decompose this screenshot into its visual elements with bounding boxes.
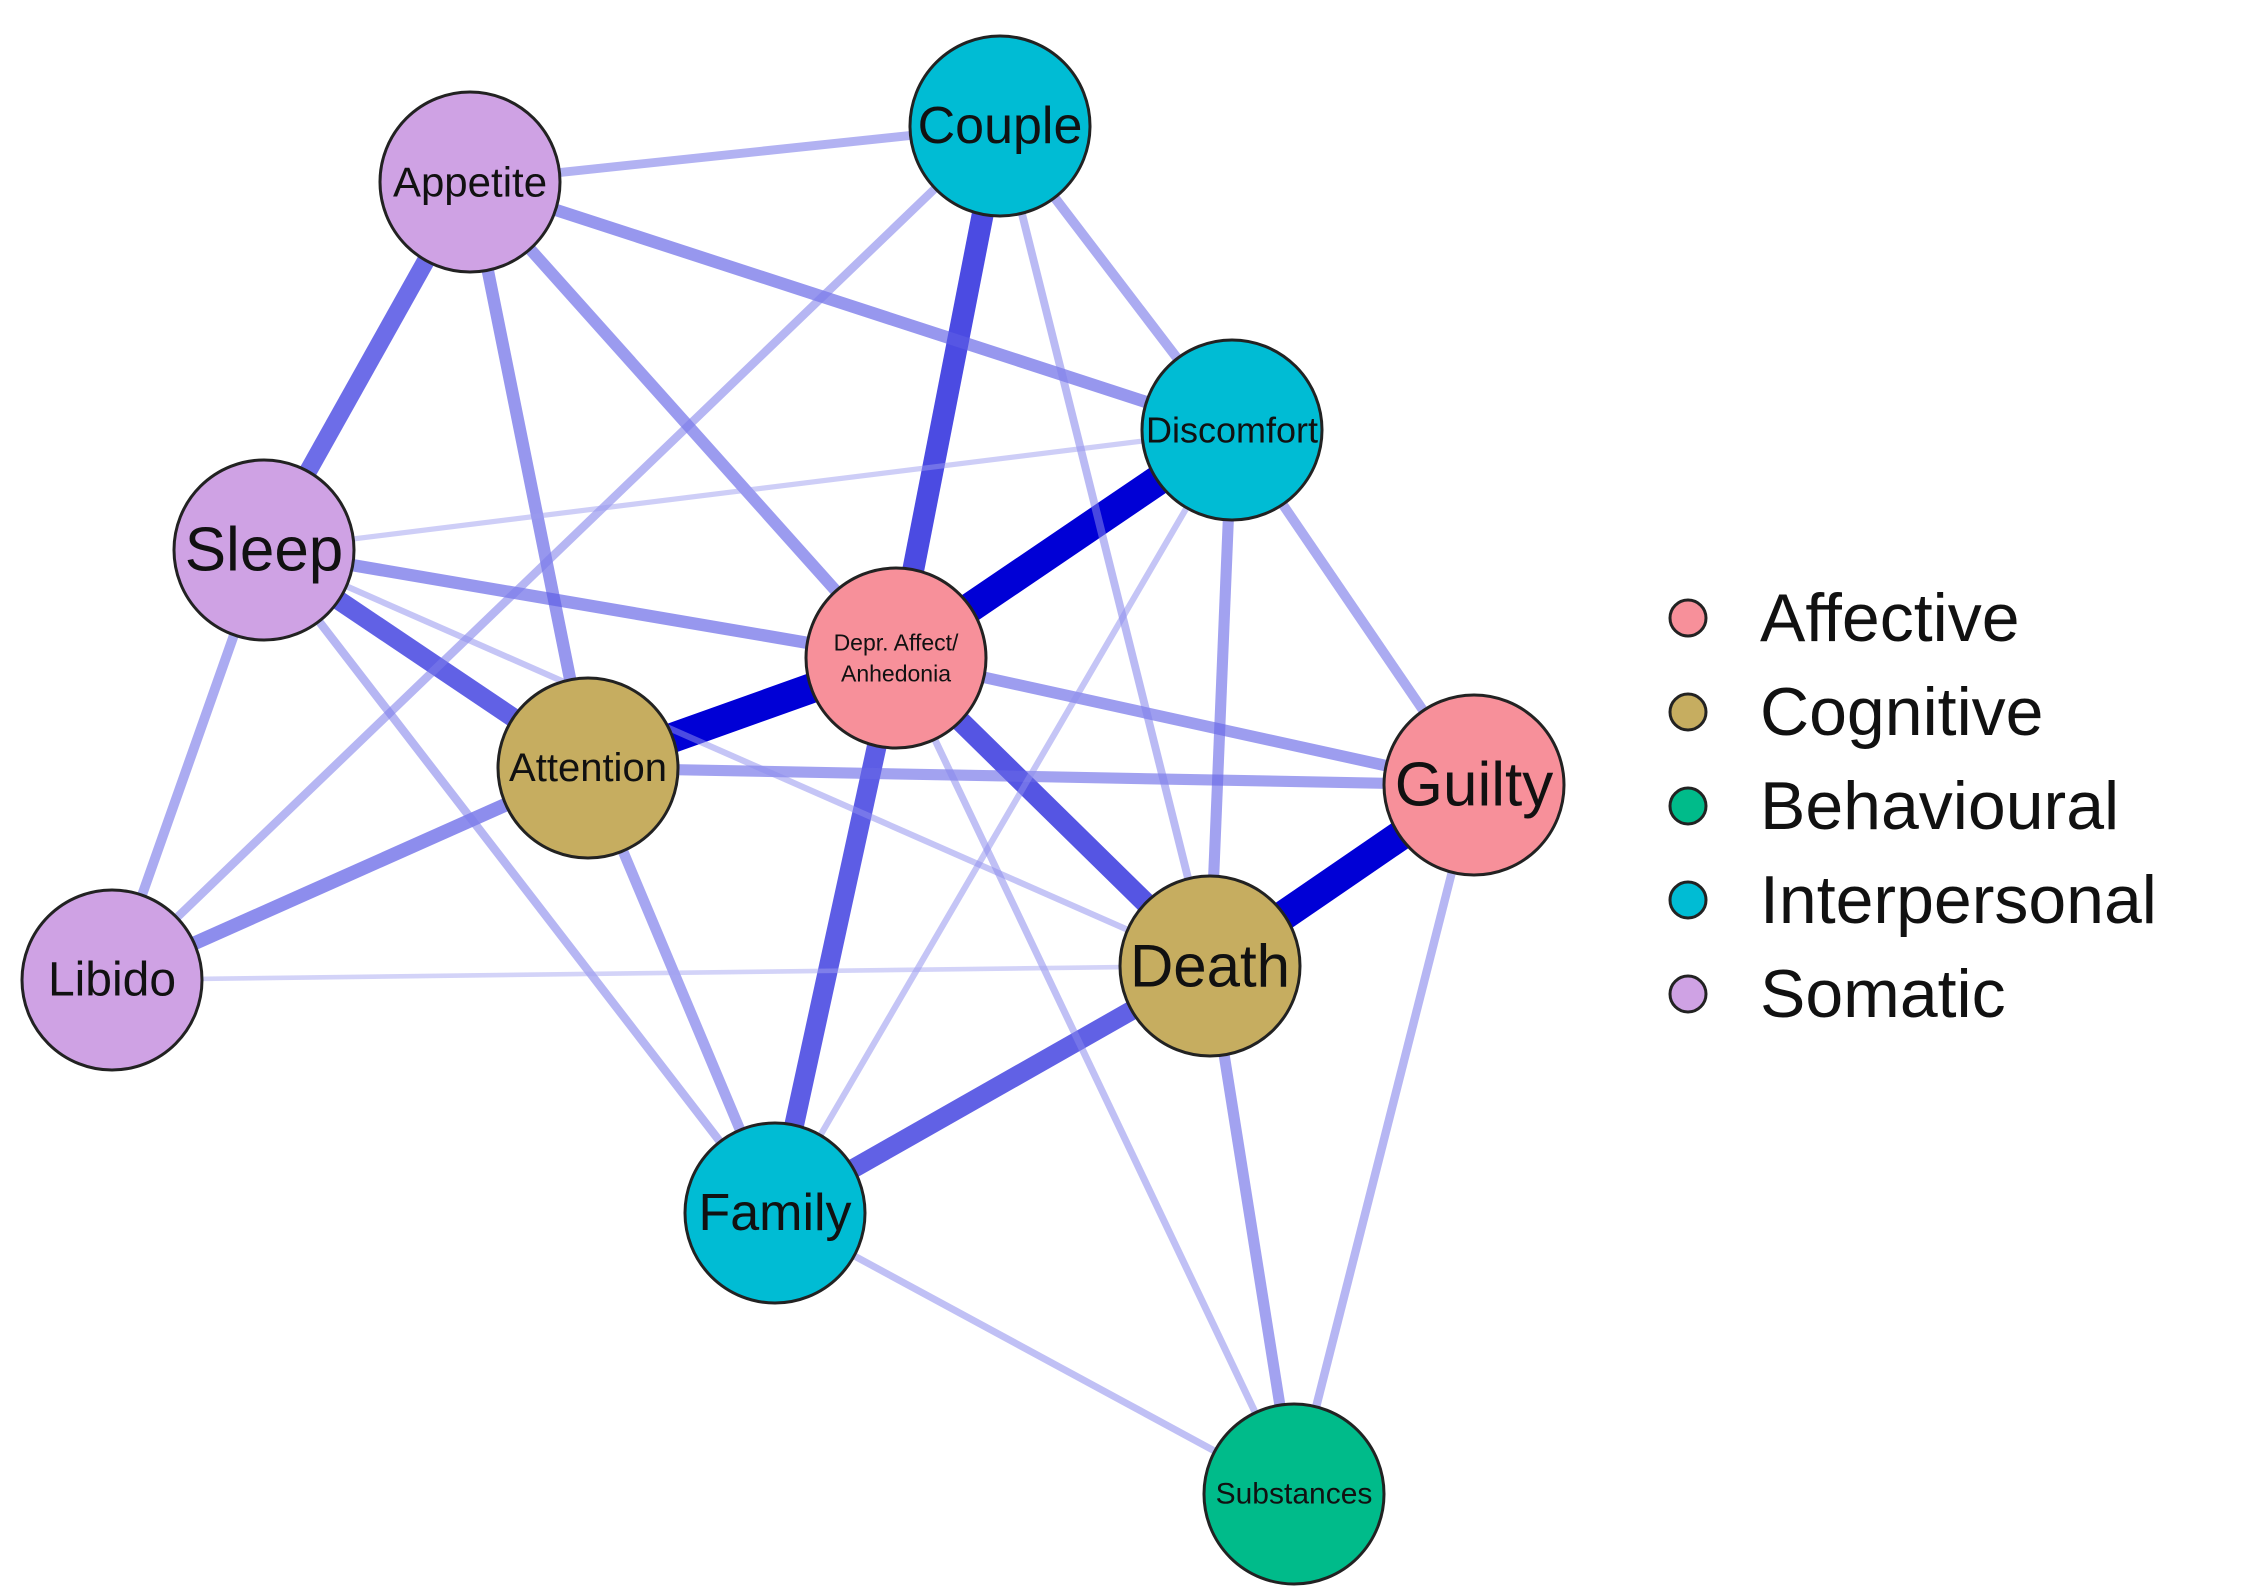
legend-label-interpersonal: Interpersonal <box>1760 862 2157 938</box>
node-circle-appetite <box>378 90 562 274</box>
node-circle-sleep <box>172 458 356 642</box>
node-label-sleep: Sleep <box>185 516 344 585</box>
node-label-libido: Libido <box>48 954 176 1007</box>
edge-appetite-discomfort <box>468 176 1234 436</box>
edge-sleep-death <box>262 547 1212 969</box>
edge-sleep-depr <box>262 543 898 665</box>
legend: AffectiveCognitiveBehaviouralInterperson… <box>1668 580 2157 1032</box>
node-attention[interactable]: Attention <box>496 676 680 860</box>
node-circle-death <box>1118 874 1302 1058</box>
node-label-attention: Attention <box>509 746 667 790</box>
node-label-death: Death <box>1130 933 1290 1000</box>
edge-couple-libido <box>109 122 1003 984</box>
edge-sleep-family <box>260 547 779 1216</box>
node-death[interactable]: Death <box>1118 874 1302 1058</box>
edge-appetite-attention <box>463 180 595 770</box>
edge-depr-guilty <box>894 652 1476 791</box>
edge-sleep-discomfort <box>263 427 1233 553</box>
legend-item-affective: Affective <box>1668 580 2020 656</box>
legend-item-interpersonal: Interpersonal <box>1668 862 2157 938</box>
node-label-depr-2: Anhedonia <box>841 661 951 687</box>
legend-swatch-somatic <box>1668 974 1708 1014</box>
node-circle-depr <box>804 566 988 750</box>
edge-depr-family <box>765 655 906 1216</box>
node-label-appetite: Appetite <box>393 159 547 206</box>
node-depr[interactable]: Depr. Affect/Anhedonia <box>804 566 988 750</box>
node-substances[interactable]: Substances <box>1202 1402 1386 1586</box>
edge-family-substances <box>773 1209 1296 1498</box>
node-circle-attention <box>496 676 680 860</box>
node-circle-guilty <box>1382 693 1566 877</box>
node-sleep[interactable]: Sleep <box>172 458 356 642</box>
legend-item-somatic: Somatic <box>1668 956 2006 1032</box>
legend-swatch-interpersonal <box>1668 880 1708 920</box>
node-label-family: Family <box>698 1184 851 1242</box>
legend-item-cognitive: Cognitive <box>1668 674 2044 750</box>
edge-depr-substances <box>892 656 1298 1496</box>
node-circle-substances <box>1202 1402 1386 1586</box>
node-label-discomfort: Discomfort <box>1146 410 1318 451</box>
edge-libido-death <box>111 963 1211 983</box>
legend-label-behavioural: Behavioural <box>1760 768 2119 844</box>
legend-swatch-affective <box>1668 598 1708 638</box>
node-label-couple: Couple <box>918 97 1083 155</box>
node-libido[interactable]: Libido <box>20 888 204 1072</box>
node-circle-discomfort <box>1140 338 1324 522</box>
node-circle-libido <box>20 888 204 1072</box>
edge-guilty-substances <box>1289 783 1479 1496</box>
node-discomfort[interactable]: Discomfort <box>1140 338 1324 522</box>
node-guilty[interactable]: Guilty <box>1382 693 1566 877</box>
legend-label-somatic: Somatic <box>1760 956 2006 1032</box>
node-label-guilty: Guilty <box>1395 751 1553 820</box>
edge-appetite-depr <box>465 178 901 662</box>
node-appetite[interactable]: Appetite <box>378 90 562 274</box>
node-label-substances: Substances <box>1216 1478 1373 1511</box>
legend-label-affective: Affective <box>1760 580 2020 656</box>
legend-label-cognitive: Cognitive <box>1760 674 2044 750</box>
node-circle-family <box>683 1121 867 1305</box>
legend-swatch-behavioural <box>1668 786 1708 826</box>
legend-item-behavioural: Behavioural <box>1668 768 2119 844</box>
edge-couple-death <box>996 125 1214 967</box>
node-label-depr-1: Depr. Affect/ <box>834 629 959 655</box>
node-circle-couple <box>908 34 1092 218</box>
node-family[interactable]: Family <box>683 1121 867 1305</box>
edge-discomfort-family <box>772 428 1235 1215</box>
legend-swatch-cognitive <box>1668 692 1708 732</box>
node-couple[interactable]: Couple <box>908 34 1092 218</box>
